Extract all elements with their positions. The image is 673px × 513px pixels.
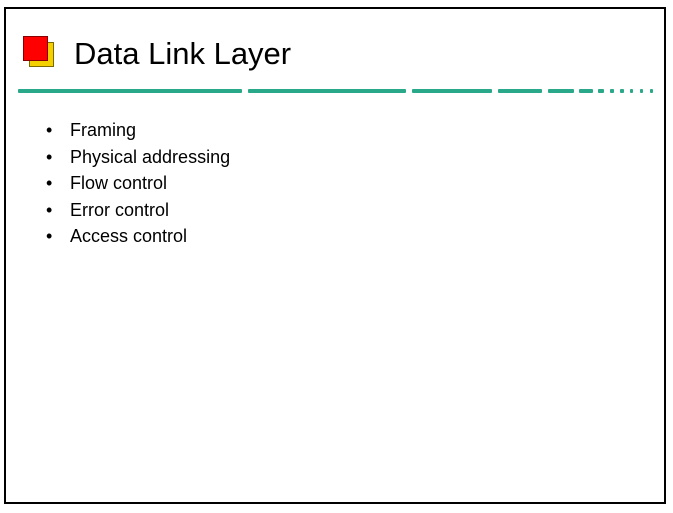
rule-segment <box>598 89 604 93</box>
bullet-list: • Framing • Physical addressing • Flow c… <box>46 117 230 250</box>
rule-segment <box>579 89 593 93</box>
rule-segment <box>248 89 406 93</box>
rule-segment <box>620 89 624 93</box>
rule-segment <box>498 89 542 93</box>
rule-segment <box>548 89 574 93</box>
rule-segment <box>650 89 653 93</box>
rule-segment <box>630 89 633 93</box>
bullet-dot: • <box>46 226 53 246</box>
bullet-dot: • <box>46 173 53 193</box>
bullet-item: • Error control <box>46 197 230 224</box>
rule-segment <box>412 89 492 93</box>
rule-segment <box>640 89 643 93</box>
rule-segment <box>610 89 614 93</box>
bullet-dot: • <box>46 146 53 167</box>
bullet-item: • Physical addressing <box>46 144 230 171</box>
bullet-item: • Access control <box>46 223 230 250</box>
bullet-text: Physical addressing <box>70 146 231 167</box>
bullet-dot: • <box>46 199 53 220</box>
bullet-text: Framing <box>70 120 137 140</box>
bullet-dot: • <box>46 120 53 140</box>
slide-title: Data Link Layer <box>74 36 292 71</box>
bullet-text: Error control <box>70 199 170 220</box>
title-underline-rule <box>18 89 658 95</box>
title-squares-icon <box>23 36 55 68</box>
bullet-item: • Framing <box>46 117 230 144</box>
slide-frame: Data Link Layer • Framing • Physical add… <box>4 7 666 504</box>
red-square-icon <box>23 36 48 61</box>
bullet-text: Access control <box>70 226 188 246</box>
bullet-item: • Flow control <box>46 170 230 197</box>
rule-segment <box>18 89 242 93</box>
bullet-text: Flow control <box>70 173 168 193</box>
